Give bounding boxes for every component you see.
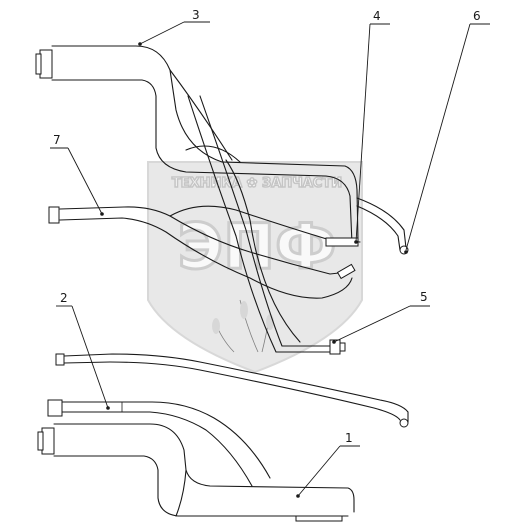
watermark-shield <box>147 161 363 374</box>
clamp-part-4 <box>325 237 359 247</box>
pipe-part-6 <box>356 197 409 255</box>
callouts: 3 4 6 7 5 2 1 <box>50 8 490 498</box>
callout-6: 6 <box>473 9 481 23</box>
watermark-wheat-icon <box>212 299 274 353</box>
callout-1: 1 <box>345 431 353 445</box>
pipe-2-upper-end-fitting <box>55 353 65 366</box>
pipe-1-end-fitting <box>41 427 55 455</box>
pipe-7-clamp <box>336 263 356 280</box>
pipe-3-end-fitting <box>39 49 53 79</box>
pipe-part-3 <box>35 45 359 245</box>
callout-2: 2 <box>60 291 68 305</box>
pipe-part-2 <box>47 353 409 487</box>
watermark: ТЕХНИКА ✿ ЗАПЧАСТИ ЭПФ <box>147 161 363 374</box>
callout-5: 5 <box>420 290 428 304</box>
pipe-2-lower-end-fitting <box>47 399 63 417</box>
pipe-7-end-fitting <box>48 206 60 224</box>
watermark-top-text: ТЕХНИКА ✿ ЗАПЧАСТИ <box>172 176 342 191</box>
callout-4: 4 <box>373 9 381 23</box>
watermark-big-text: ЭПФ <box>178 210 337 283</box>
callout-3: 3 <box>192 8 200 22</box>
pipe-part-5 <box>187 95 346 355</box>
pipe-part-1 <box>37 423 355 522</box>
pipe-part-7 <box>48 205 361 299</box>
callout-7: 7 <box>53 133 61 147</box>
